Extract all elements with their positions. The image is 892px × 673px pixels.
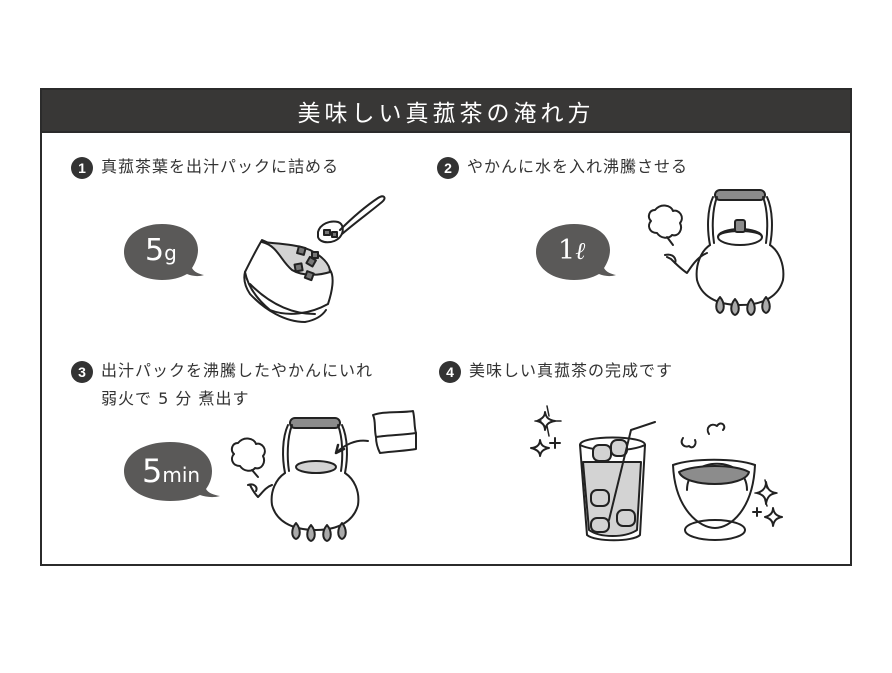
speech-bubble-1l: 1ℓ [534,222,618,286]
step-2: 2 やかんに水を入れ沸騰させる [437,156,688,181]
bubble-value: 5 [142,452,163,490]
speech-bubble-icon [124,224,204,280]
step-3: 3 出汁パックを沸騰したやかんにいれ 弱火で 5 分 煮出す [71,360,373,413]
step-text: 真菰茶葉を出汁パックに詰める [101,157,340,176]
bubble-value: 5 [145,233,165,268]
recipe-card: 美味しい真菰茶の淹れ方 [40,88,852,566]
title-bar: 美味しい真菰茶の淹れ方 [42,90,850,133]
speech-bubble-5min: 5min [122,440,222,508]
step-text: 美味しい真菰茶の完成です [469,361,674,380]
bubble-value: 1 [558,235,576,266]
steam-cloud-icon [230,437,266,472]
step-text-line-2: 弱火で 5 分 煮出す [101,389,250,408]
speech-bubble-icon [124,442,220,501]
step-number-badge: 3 [71,361,93,383]
sparkle-icon [534,405,562,437]
step-text: やかんに水を入れ沸騰させる [467,157,689,176]
steam-cloud-icon [647,204,683,239]
tea-leaves-spoon-pack-icon [243,195,386,323]
bubble-unit: g [164,241,177,265]
page-title: 美味しい真菰茶の淹れ方 [297,100,595,127]
step-number-badge: 1 [71,157,93,179]
step-number-badge: 2 [437,157,459,179]
step-4: 4 美味しい真菰茶の完成です [439,360,673,385]
kettle-on-stove-icon [647,189,785,316]
step-number-badge: 4 [439,361,461,383]
bubble-unit: ℓ [575,237,586,265]
kettle-with-pack-icon [230,410,417,542]
step-text-line-1: 出汁パックを沸騰したやかんにいれ [101,361,374,380]
bubble-unit: min [162,463,201,487]
speech-bubble-icon [536,224,616,280]
step-1: 1 真菰茶葉を出汁パックに詰める [71,156,339,181]
iced-tea-and-hot-tea-icon [530,405,783,542]
speech-bubble-5g: 5g [122,222,206,286]
